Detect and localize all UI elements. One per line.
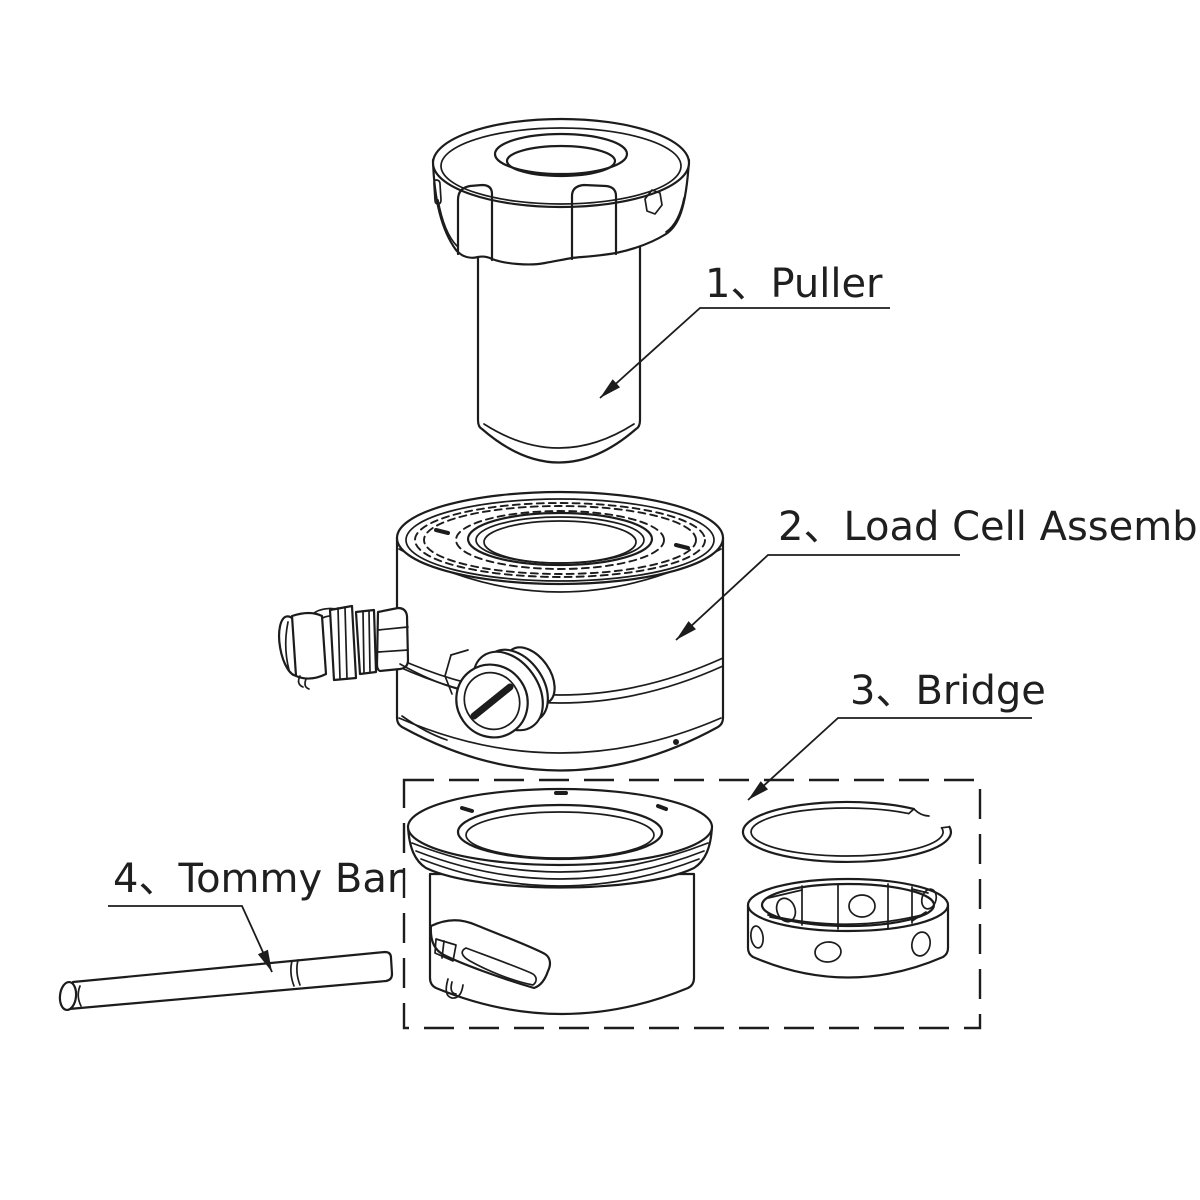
knurl-ring bbox=[423, 505, 697, 575]
part-label-tommy-bar: 4、Tommy Bar bbox=[113, 856, 404, 902]
puller-hex-socket bbox=[644, 189, 663, 215]
ring-wall-holes bbox=[750, 925, 932, 963]
puller-grip-flat bbox=[456, 183, 494, 262]
bridge-kit-dashed-box bbox=[402, 778, 982, 1030]
ring-inner-web bbox=[767, 883, 938, 930]
tommy-bar-drawing bbox=[58, 950, 394, 1012]
bridge-center-opening bbox=[456, 803, 664, 861]
bridge-kit-group bbox=[402, 778, 982, 1030]
bridge-bottom-notch bbox=[445, 978, 464, 999]
plug-screw-slot bbox=[470, 683, 514, 720]
leader-1-arrowhead bbox=[600, 379, 621, 398]
front-plug-connector bbox=[399, 646, 556, 741]
side-connector bbox=[277, 604, 410, 690]
leader-2-arrowhead bbox=[676, 621, 696, 640]
bridge-body-drawing bbox=[406, 787, 714, 1016]
bridge-side-window bbox=[429, 919, 552, 990]
knurl-ring bbox=[455, 510, 665, 570]
leader-3 bbox=[747, 717, 1032, 801]
puller-drawing bbox=[431, 117, 691, 464]
puller-body bbox=[476, 244, 642, 464]
load-cell-drawing bbox=[277, 490, 725, 772]
connector-hex-nut bbox=[375, 606, 410, 673]
puller-side-slot bbox=[433, 179, 442, 205]
tommy-bar-groove bbox=[290, 960, 295, 987]
puller-knob bbox=[431, 117, 691, 266]
body-dowel-dot bbox=[673, 739, 679, 745]
part-label-puller: 1、Puller bbox=[705, 261, 883, 307]
leader-3-arrowhead bbox=[748, 781, 769, 800]
leader-4 bbox=[108, 905, 273, 973]
puller-grip-flat bbox=[570, 183, 618, 261]
knurl-ring bbox=[414, 502, 706, 578]
puller-center-hole bbox=[493, 132, 629, 176]
part-label-load-cell-assembly: 2、Load Cell Assembly bbox=[778, 504, 1200, 550]
tommy-bar-end bbox=[58, 980, 78, 1012]
leader-4-arrowhead bbox=[257, 949, 272, 972]
perforated-ring-drawing bbox=[746, 877, 950, 979]
load-cell-top-face bbox=[395, 490, 725, 586]
leader-1 bbox=[599, 307, 890, 399]
part-label-bridge: 3、Bridge bbox=[850, 668, 1046, 714]
retaining-ring-drawing bbox=[741, 800, 953, 864]
leader-2 bbox=[675, 554, 960, 641]
